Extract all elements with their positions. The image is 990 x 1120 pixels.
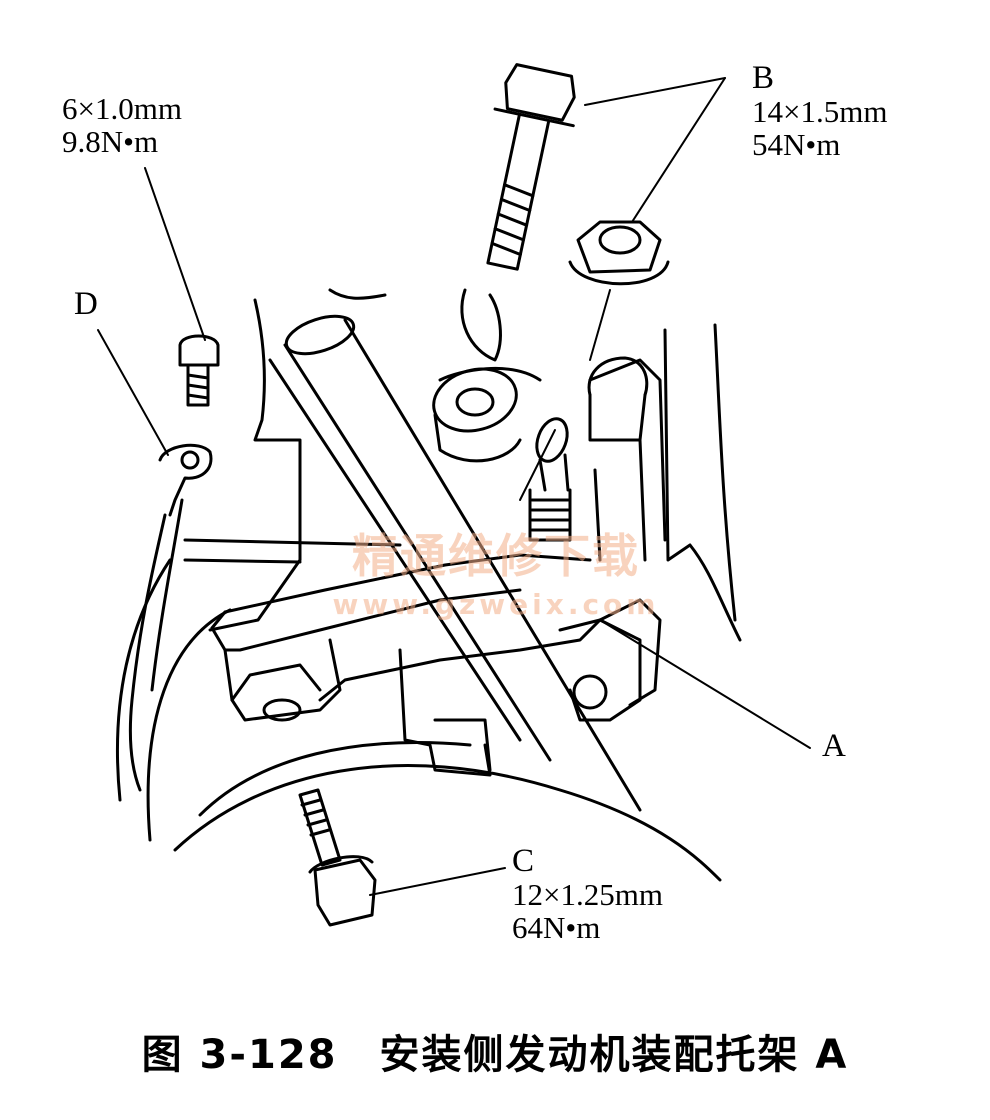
bolt-d-icon [178, 334, 220, 407]
leader-lines [97, 77, 811, 896]
bolt-c-icon [298, 788, 377, 927]
bolt-b-icon [486, 63, 576, 271]
crankcase-curve [146, 608, 232, 842]
leader-d [97, 329, 169, 456]
leader-d-spec [144, 167, 206, 341]
leader-b-nut [631, 77, 726, 223]
bolt-d-size: 6×1.0mm [62, 91, 182, 126]
bolt-c-spec-label: C 12×1.25mm 64N•m [512, 843, 663, 945]
bolt-b-size: 14×1.5mm [752, 94, 888, 129]
callout-a: A [822, 728, 846, 764]
figure-caption: 图 3-128 安装侧发动机装配托架 A [141, 1032, 849, 1078]
bolt-c-torque: 64N•m [512, 910, 601, 945]
leader-a [599, 619, 811, 749]
engine-mount-bracket-diagram [97, 63, 811, 927]
callout-d: D [74, 286, 98, 322]
bolt-d-torque: 9.8N•m [62, 124, 159, 159]
mount-shaft [268, 314, 642, 812]
bolt-d-spec-label: 6×1.0mm 9.8N•m [62, 92, 182, 158]
bolt-b-spec-label: B 14×1.5mm 54N•m [752, 60, 888, 162]
transmission-case-edge [663, 328, 742, 642]
bolt-c-size: 12×1.25mm [512, 877, 663, 912]
flange-nut-b-icon [568, 220, 670, 286]
bolt-b-torque: 54N•m [752, 127, 841, 162]
mount-stud [432, 288, 649, 562]
engine-block-outline [208, 298, 302, 632]
callout-c: C [512, 843, 535, 879]
ground-cable [128, 443, 213, 792]
leader-c [369, 867, 506, 896]
callout-b: B [752, 60, 775, 96]
leader-b-bolt [584, 77, 726, 106]
lower-arc [173, 764, 722, 882]
